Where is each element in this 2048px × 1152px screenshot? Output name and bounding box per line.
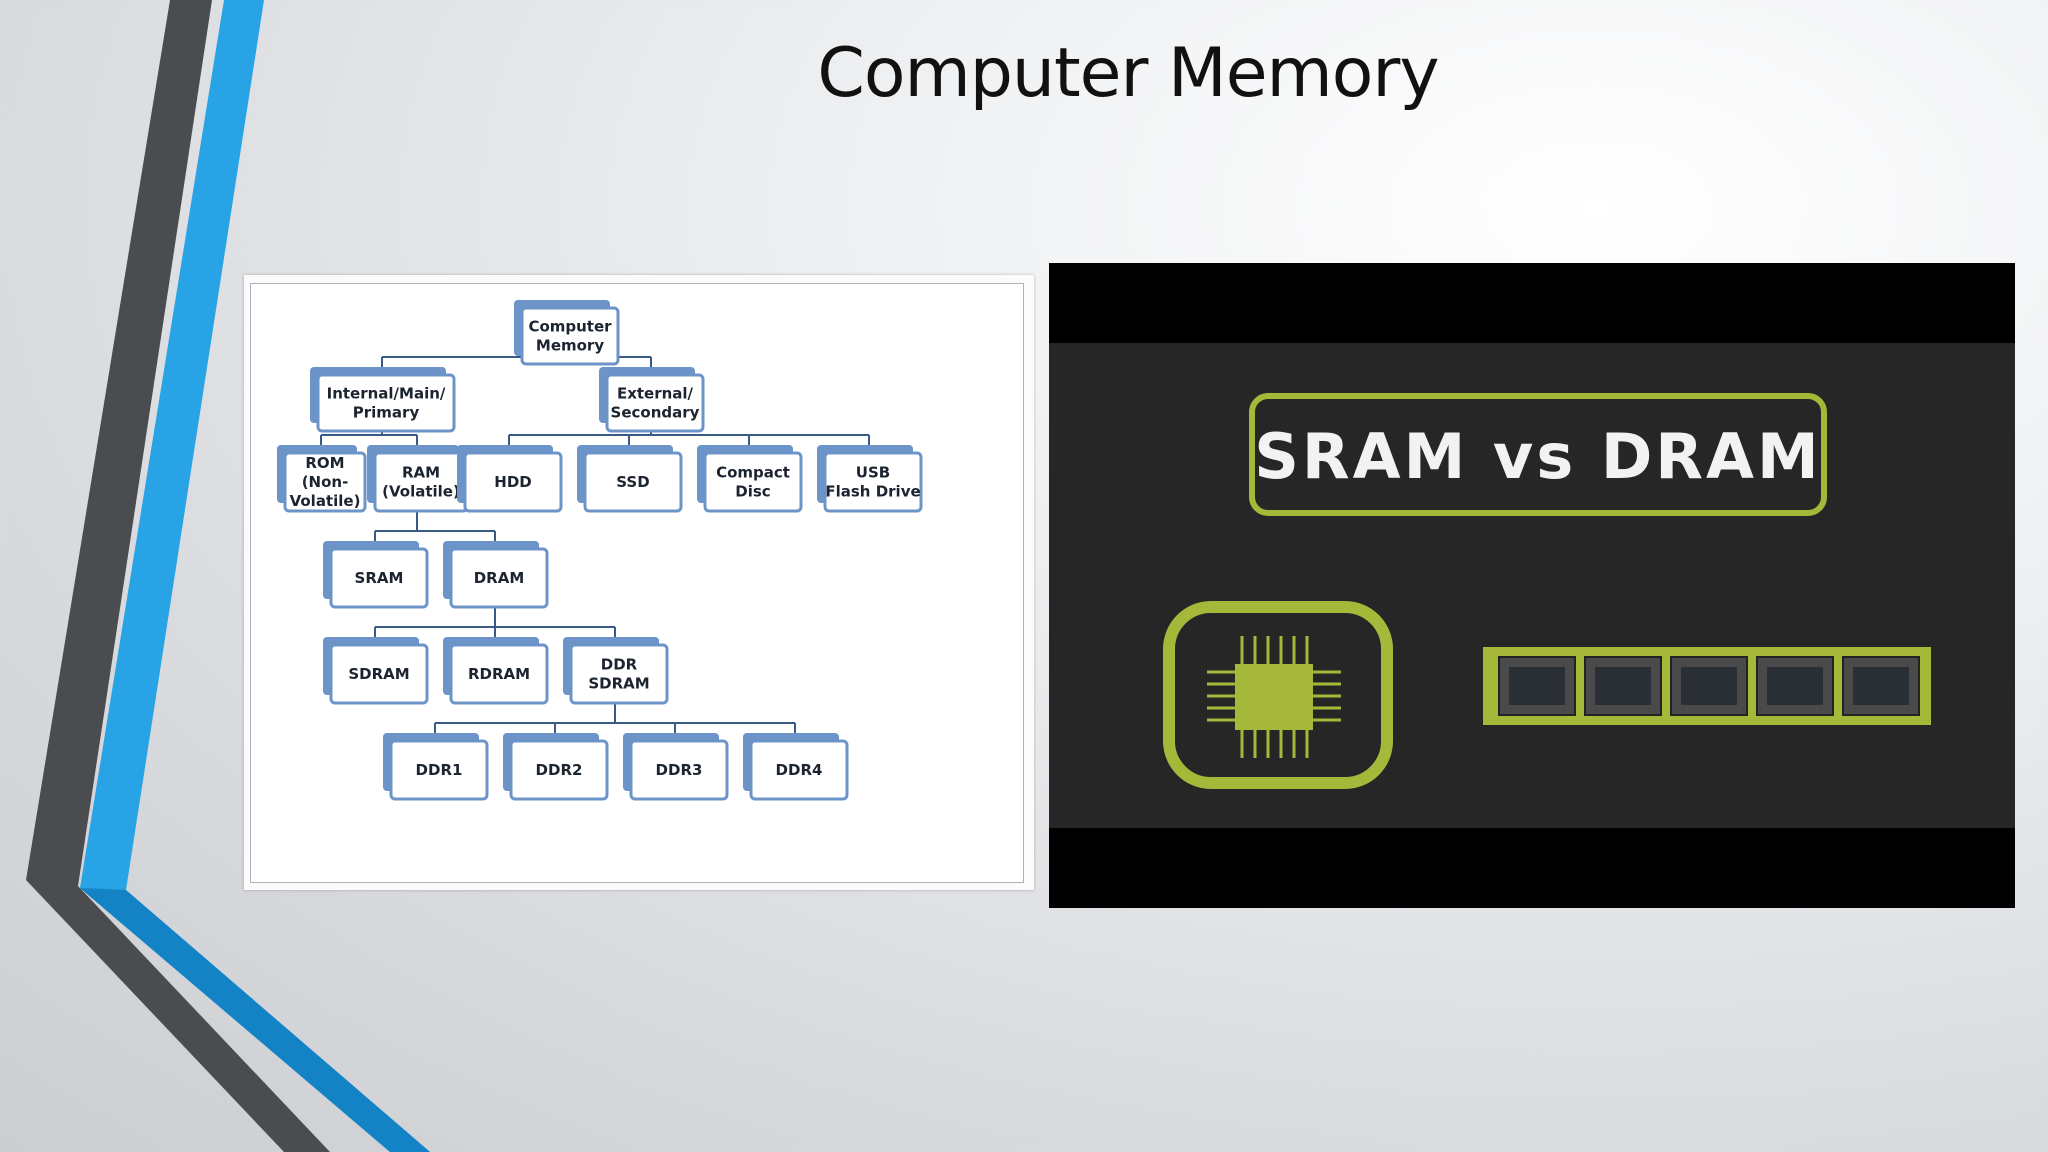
node-label: DDR2	[536, 761, 583, 779]
node-label: DRAM	[474, 569, 525, 587]
deco-stripe-blue	[80, 0, 430, 1152]
node-label: HDD	[494, 473, 531, 491]
node-label: External/	[617, 385, 694, 403]
node-box	[583, 451, 683, 513]
diagram-node-external: External/Secondary	[599, 367, 705, 433]
diagram-node-ddr1: DDR1	[383, 733, 489, 801]
node-label: Volatile)	[290, 492, 361, 510]
sram-vs-dram-title: SRAM vs DRAM	[1254, 420, 1821, 493]
node-label: DDR	[601, 656, 638, 674]
diagram-node-ram: RAM(Volatile)	[367, 445, 469, 513]
node-label: SSD	[616, 473, 649, 491]
node-label: Disc	[735, 483, 770, 501]
diagram-node-ddr3: DDR3	[623, 733, 729, 801]
node-label: (Volatile)	[382, 483, 460, 501]
deco-stripe-blue-dark	[80, 888, 430, 1152]
node-box	[520, 306, 620, 366]
node-label: SDRAM	[348, 665, 409, 683]
node-label: DDR4	[776, 761, 823, 779]
diagram-node-rdram: RDRAM	[443, 637, 549, 705]
diagram-node-ddr4: DDR4	[743, 733, 849, 801]
node-box	[329, 547, 429, 609]
node-label: Primary	[353, 404, 420, 422]
node-box	[569, 643, 669, 705]
node-label: Compact	[716, 464, 790, 482]
node-box	[449, 547, 549, 609]
node-label: (Non-	[302, 473, 349, 491]
node-label: Secondary	[611, 404, 700, 422]
node-box	[316, 373, 456, 433]
deco-stripe-gray	[26, 0, 330, 1152]
diagram-node-hdd: HDD	[457, 445, 563, 513]
node-label: DDR3	[656, 761, 703, 779]
node-box	[329, 643, 429, 705]
node-box	[463, 451, 563, 513]
diagram-node-ssd: SSD	[577, 445, 683, 513]
node-label: SDRAM	[588, 675, 649, 693]
slide-title: Computer Memory	[817, 34, 1439, 113]
node-box	[823, 451, 923, 513]
chip-icon	[1163, 601, 1393, 789]
node-label: DDR1	[416, 761, 463, 779]
node-box	[605, 373, 705, 433]
diagram-node-ddr2: DDR2	[503, 733, 609, 801]
node-box	[283, 451, 367, 513]
node-box	[389, 739, 489, 801]
sram-vs-dram-canvas: SRAM vs DRAM	[1049, 343, 2015, 828]
node-label: Flash Drive	[825, 483, 920, 501]
sram-vs-dram-image: SRAM vs DRAM	[1049, 263, 2015, 908]
memory-stick-icon	[1483, 647, 1931, 725]
diagram-node-sdram: SDRAM	[323, 637, 429, 705]
node-label: Memory	[536, 337, 604, 355]
node-label: ROM	[305, 454, 344, 472]
node-label: Internal/Main/	[327, 385, 446, 403]
node-label: SRAM	[355, 569, 404, 587]
node-label: RAM	[402, 464, 440, 482]
node-box	[749, 739, 849, 801]
node-box	[449, 643, 549, 705]
diagram-node-rom: ROM(Non-Volatile)	[277, 445, 367, 513]
title-frame	[1249, 393, 1827, 516]
diagram-node-sram: SRAM	[323, 541, 429, 609]
node-label: Computer	[528, 318, 612, 336]
node-box	[509, 739, 609, 801]
node-label: RDRAM	[468, 665, 530, 683]
diagram-node-internal: Internal/Main/Primary	[310, 367, 456, 433]
node-label: USB	[856, 464, 890, 482]
image-band	[1049, 343, 2015, 828]
diagram-connectors	[320, 356, 870, 733]
node-box	[703, 451, 803, 513]
node-box	[629, 739, 729, 801]
diagram-node-dram: DRAM	[443, 541, 549, 609]
